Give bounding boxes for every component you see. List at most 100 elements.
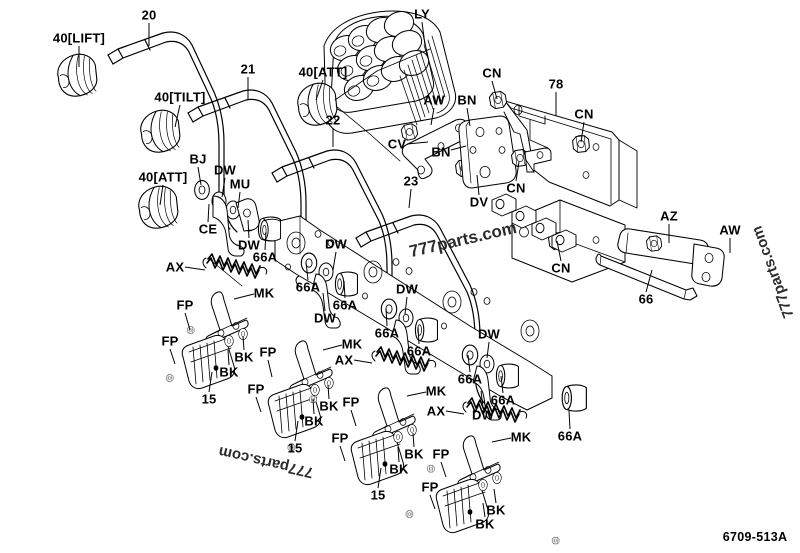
callout-leader — [207, 203, 210, 223]
callout-leader — [404, 296, 408, 315]
callout-leader — [221, 177, 226, 198]
callout-leader — [343, 280, 346, 299]
callout-leader — [406, 391, 427, 397]
callout-label-66a: 66A — [557, 428, 583, 444]
callout-label-40att: 40[ATT] — [138, 169, 188, 185]
callout-leader — [480, 390, 484, 409]
callout-label-fp: FP — [161, 333, 179, 349]
callout-label-mk: MK — [253, 285, 275, 301]
callout-label-66a: 66A — [252, 249, 278, 265]
callout-leader — [312, 398, 315, 415]
callout-label-66a: 66A — [406, 343, 432, 359]
callout-label-cv: CV — [387, 136, 407, 152]
callout-label-fp: FP — [331, 430, 349, 446]
callout-label-fp: FP — [176, 297, 194, 313]
callout-label-dv: DV — [469, 194, 489, 210]
callout-label-bk: BK — [219, 364, 239, 380]
callout-leader — [482, 502, 486, 518]
callout-leader — [339, 445, 346, 462]
callout-leader — [450, 145, 467, 151]
callout-leader — [466, 107, 471, 127]
callout-leader — [294, 420, 299, 442]
callout-leader — [429, 494, 436, 510]
callout-label-66a: 66A — [295, 279, 321, 295]
callout-leader — [322, 292, 326, 312]
callout-leader — [421, 21, 426, 46]
callout-label-66a: 66A — [490, 392, 516, 408]
callout-leader — [332, 251, 337, 271]
callout-leader — [417, 326, 420, 345]
callout-label-ax: AX — [426, 403, 446, 419]
callout-label-ly: LY — [414, 6, 430, 22]
callout-leader — [169, 348, 176, 365]
callout-label-mu: MU — [229, 176, 251, 192]
callout-label-ax: AX — [165, 259, 185, 275]
callout-leader — [322, 344, 343, 351]
callout-label-22: 22 — [325, 112, 341, 128]
callout-label-dw: DW — [395, 281, 419, 297]
callout-leader — [556, 240, 562, 262]
callout-leader — [385, 307, 388, 327]
callout-label-bk: BK — [389, 461, 409, 477]
callout-label-dw: DW — [324, 236, 348, 252]
callout-leader — [568, 410, 571, 430]
callout-label-bk: BK — [234, 349, 254, 365]
callout-leader — [350, 409, 357, 427]
callout-leader — [580, 121, 585, 143]
callout-leader — [197, 166, 202, 186]
callout-leader — [353, 359, 373, 364]
callout-label-cn: CN — [482, 65, 502, 81]
callout-label-ax: AX — [334, 352, 354, 368]
callout-leader — [476, 174, 480, 196]
callout-label-cn: CN — [574, 106, 594, 122]
callout-label-23: 23 — [403, 173, 419, 189]
callout-label-aw: AW — [423, 92, 445, 108]
callout-leader — [159, 184, 164, 206]
callout-label-ce: CE — [198, 221, 218, 237]
callout-leader — [430, 107, 435, 126]
callout-label-15: 15 — [287, 440, 303, 456]
callout-label-bk: BK — [475, 516, 495, 532]
callout-leader — [486, 341, 490, 359]
callout-label-40lift: 40[LIFT] — [52, 30, 106, 46]
callout-label-40tilt: 40[TILT] — [154, 89, 206, 105]
callout-leader — [305, 261, 309, 281]
callout-leader — [327, 384, 330, 400]
callout-leader — [208, 371, 213, 393]
callout-label-fp: FP — [421, 479, 439, 495]
callout-leader — [174, 104, 181, 128]
callout-label-40att: 40[ATT] — [298, 64, 348, 80]
callout-label-bk: BK — [319, 398, 339, 414]
callout-label-bk: BK — [404, 446, 424, 462]
callout-leader — [237, 191, 241, 209]
callout-leader — [445, 410, 465, 415]
callout-label-21: 21 — [240, 61, 256, 77]
callout-label-fp: FP — [432, 446, 450, 462]
callout-label-fp: FP — [259, 344, 277, 360]
callout-leader — [397, 446, 400, 463]
callout-label-mk: MK — [510, 429, 532, 445]
callout-leader — [267, 359, 273, 378]
callout-leader — [247, 219, 250, 239]
callout-leader — [184, 266, 206, 271]
callout-label-aw: AW — [719, 222, 741, 238]
callout-leader — [440, 461, 447, 478]
callout-label-fp: FP — [247, 381, 265, 397]
callout-leader — [255, 396, 262, 413]
callout-label-az: AZ — [660, 208, 678, 224]
callout-leader — [491, 437, 512, 443]
callout-label-dw: DW — [477, 326, 501, 342]
callout-leader — [233, 293, 255, 300]
callout-label-66a: 66A — [374, 325, 400, 341]
callout-label-15: 15 — [370, 487, 386, 503]
callout-label-bj: BJ — [189, 151, 207, 167]
callout-label-mk: MK — [341, 336, 363, 352]
callout-leader — [645, 269, 653, 293]
callout-leader — [315, 79, 324, 101]
callout-label-78: 78 — [548, 76, 564, 92]
callout-label-66: 66 — [638, 291, 654, 307]
callout-label-bn: BN — [457, 92, 477, 108]
callout-label-bn: BN — [431, 144, 451, 160]
